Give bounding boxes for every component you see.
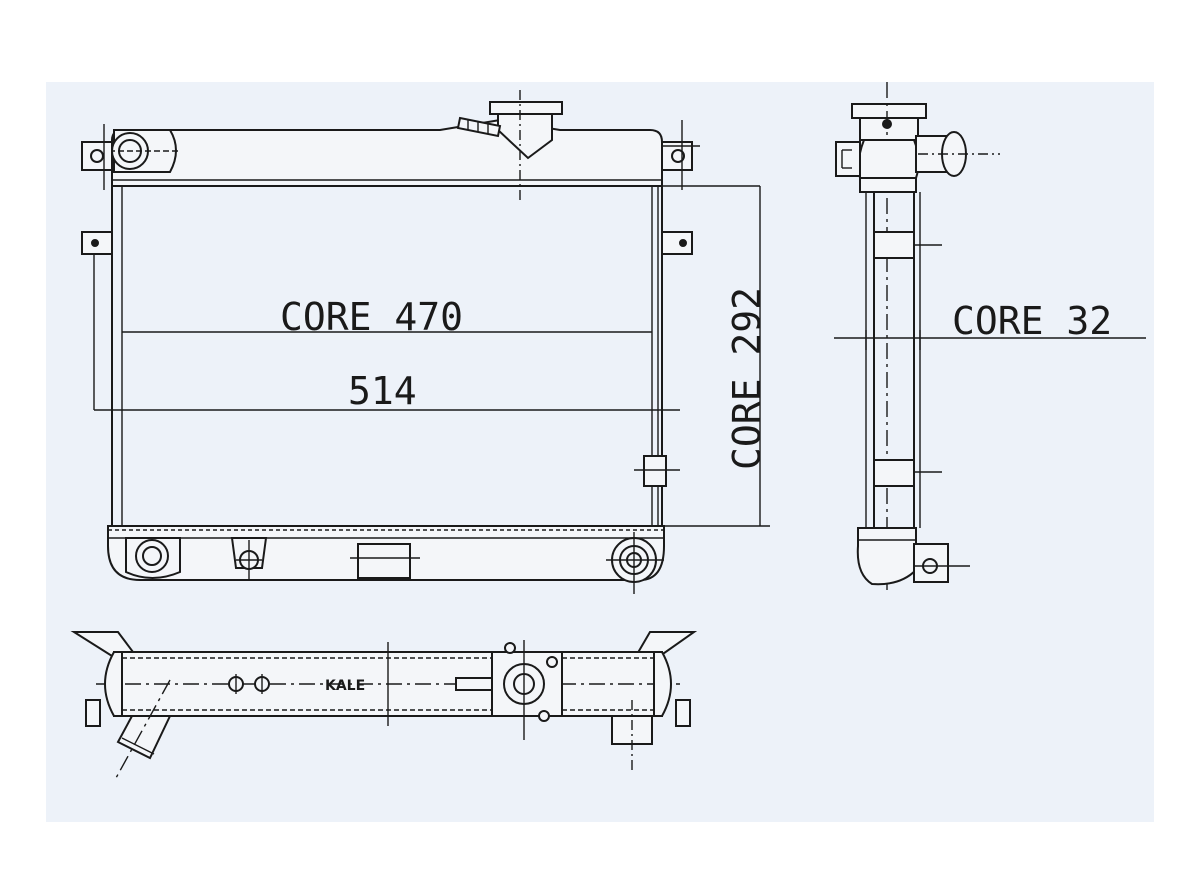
filler-cap — [456, 90, 563, 200]
lower-outlet — [606, 532, 664, 594]
bottom-mount — [350, 543, 420, 579]
drain-plug — [230, 537, 268, 580]
right-side-bracket-upper — [661, 185, 760, 255]
right-side-bracket-lower — [634, 455, 680, 487]
top-outlet-hose — [115, 679, 172, 779]
brand-mark: KALE — [325, 678, 365, 694]
drain-fitting-left — [125, 537, 181, 579]
upper-left-bracket — [81, 124, 113, 190]
side-top-tank — [857, 139, 920, 179]
left-side-bracket — [81, 231, 113, 410]
side-upper-hose — [915, 131, 1000, 177]
top-filler-neck — [455, 640, 563, 740]
side-bracket-lower — [873, 459, 915, 487]
side-lower-outlet — [913, 543, 949, 583]
side-view: CORE 32 — [834, 82, 1146, 590]
side-bottom-tank — [856, 527, 917, 586]
upper-right-bracket — [661, 120, 700, 190]
top-view: KALE — [70, 631, 698, 779]
core-width-label: CORE 470 — [280, 295, 463, 339]
overall-width-label: 514 — [348, 369, 417, 413]
side-upper-bracket — [835, 141, 861, 177]
side-filler-cap — [851, 103, 927, 119]
core-depth-label: CORE 32 — [952, 299, 1112, 343]
top-tank — [111, 118, 663, 187]
side-bracket-upper — [873, 231, 915, 259]
core-height-label: CORE 292 — [725, 287, 769, 470]
front-view: CORE 470 514 CORE 292 — [81, 90, 770, 594]
